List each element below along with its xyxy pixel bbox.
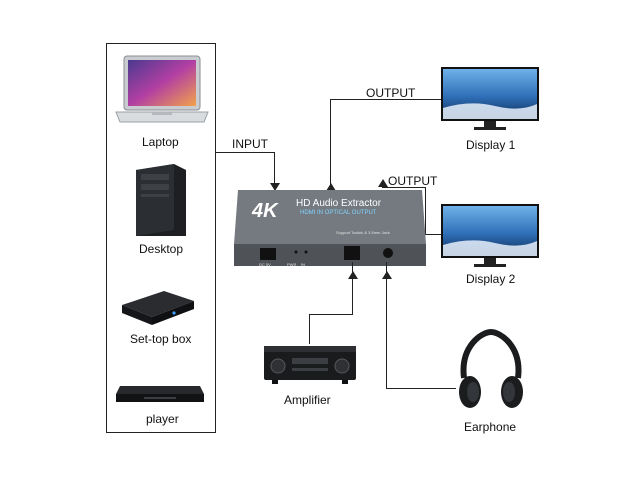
amplifier-line-vertical [352, 262, 353, 314]
desktop-label: Desktop [139, 242, 184, 256]
device-port-pwr: PWR [287, 262, 297, 267]
set-top-box-icon [122, 291, 194, 325]
device-port-in: IN [301, 262, 305, 267]
device-port-dc: DC 5V [259, 262, 271, 267]
earphone-label: Earphone [464, 420, 517, 434]
input-label: INPUT [232, 137, 268, 151]
monitor-icon [441, 204, 539, 267]
device-subtitle: HDMI IN OPTICAL OUTPUT [300, 210, 377, 216]
player-label: player [146, 412, 179, 426]
source-devices-box [106, 43, 216, 433]
headphones-icon [459, 328, 523, 408]
desktop-tower-icon [136, 164, 186, 236]
amplifier-line-horizontal [309, 314, 353, 315]
device-4k-badge: 4K [252, 200, 278, 222]
output2-label: OUTPUT [388, 174, 438, 188]
earphone-arrow-icon [382, 271, 392, 279]
settop-label: Set-top box [130, 332, 192, 346]
output1-label: OUTPUT [366, 86, 416, 100]
av-receiver-icon [264, 346, 356, 384]
output2-line-horizontal [382, 187, 426, 188]
output2-line-vertical [425, 187, 426, 235]
output1-arrow-icon [326, 183, 336, 191]
laptop-icon [115, 55, 209, 123]
amplifier-arrow-icon [348, 271, 358, 279]
device-port-note: Support Toslink & 3.5mm Jack [336, 230, 390, 235]
output2-line-end [425, 234, 441, 235]
disc-player-icon [116, 386, 204, 402]
earphone-line-vertical [386, 262, 387, 388]
input-arrow-icon [270, 183, 280, 191]
audio-extractor-device [234, 190, 426, 266]
monitor-icon [441, 67, 539, 130]
input-line-down [274, 152, 275, 188]
laptop-label: Laptop [142, 135, 179, 149]
earphone-line-horizontal [386, 388, 456, 389]
amplifier-label: Amplifier [284, 393, 331, 407]
device-title: HD Audio Extractor [296, 198, 382, 209]
input-line [216, 152, 275, 153]
display2-label: Display 2 [466, 272, 516, 286]
amplifier-line-down [309, 314, 310, 344]
display1-label: Display 1 [466, 138, 516, 152]
output1-line-horizontal [330, 99, 442, 100]
output2-arrow-icon [378, 179, 388, 187]
output1-line-vertical [330, 99, 331, 188]
